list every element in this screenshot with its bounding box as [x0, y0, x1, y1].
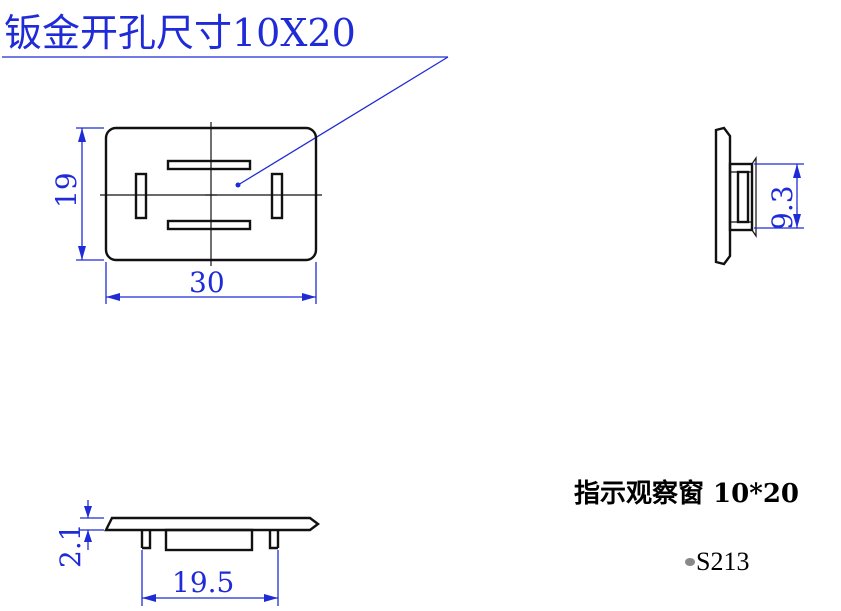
- top-slot-right: [270, 172, 284, 220]
- top-slot-upper: [166, 159, 252, 171]
- dimension-2-1-label: 2.1: [54, 523, 87, 568]
- top-slot-lower: [166, 219, 252, 231]
- dimension-19-5-label: 19.5: [172, 566, 234, 599]
- front-view-body: [140, 530, 280, 548]
- top-view: [100, 122, 322, 266]
- product-name: 指示观察窗 10*20: [574, 478, 799, 509]
- side-view-clip: [736, 170, 750, 224]
- dimension-19-label: 19: [50, 172, 83, 208]
- front-view: [104, 516, 320, 552]
- side-view-flange: [714, 126, 732, 266]
- dimension-9-3-label: 9.3: [766, 185, 799, 230]
- dimension-front-thickness: 2.1: [54, 500, 104, 568]
- dimension-front-width: 19.5: [141, 550, 279, 606]
- side-view: [714, 126, 757, 266]
- dimension-width-top: 30: [105, 262, 317, 304]
- front-view-window: [164, 528, 254, 552]
- dimension-height-top: 19: [50, 127, 104, 261]
- panel-cutout-title: 钣金开孔尺寸10X20: [4, 11, 356, 55]
- front-view-flange: [104, 516, 320, 532]
- title-leader-line: [237, 56, 449, 186]
- top-slot-left: [134, 172, 148, 220]
- product-code: S213: [696, 547, 749, 576]
- side-view-body: [728, 162, 754, 232]
- title-leader-dot: [235, 182, 241, 188]
- dimension-30-label: 30: [189, 266, 225, 299]
- code-marker: [685, 558, 695, 566]
- dimension-side-height: 9.3: [754, 163, 804, 230]
